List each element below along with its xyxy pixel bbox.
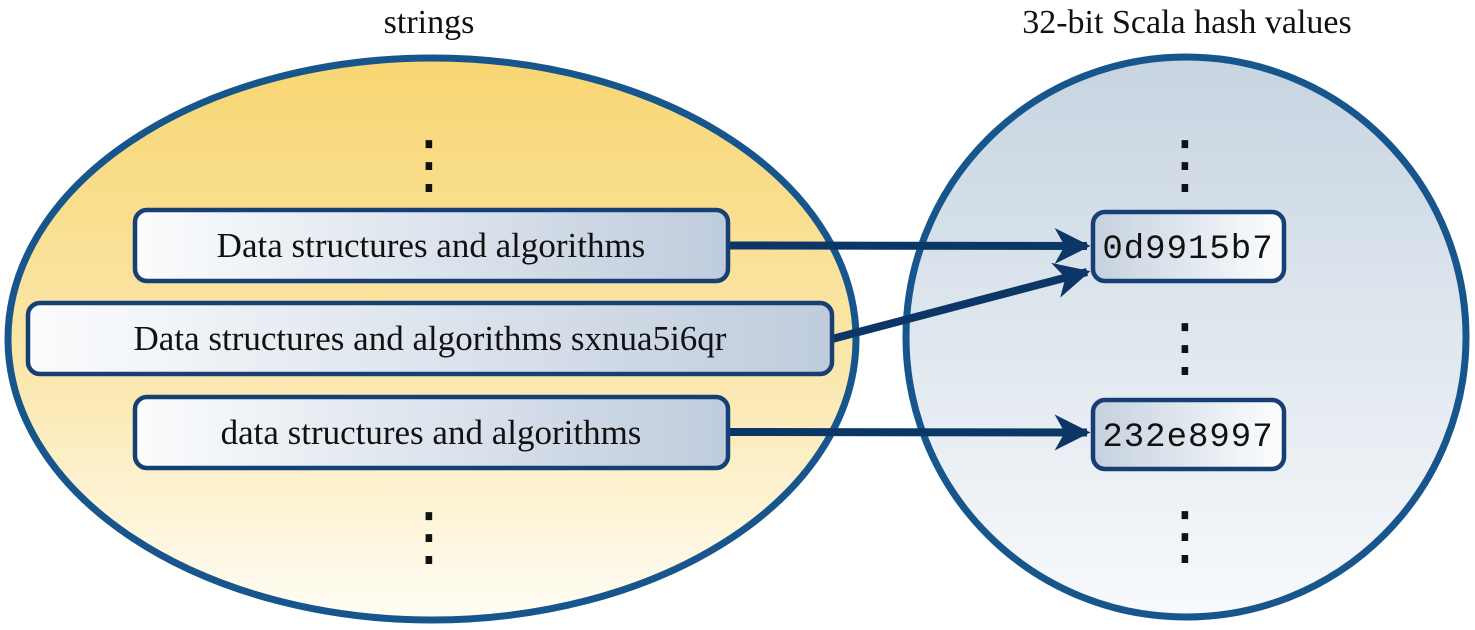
- string-box-3: data structures and algorithms: [132, 394, 731, 471]
- arrow-string1-to-hash1: [727, 227, 1091, 264]
- hash-set-circle: [902, 53, 1470, 621]
- vdots-hashes-middle: ⋮: [1153, 311, 1217, 385]
- left-set-title: strings: [384, 4, 475, 41]
- string-box-2: Data structures and algorithms sxnua5i6q…: [25, 300, 835, 377]
- hash-box-1-rect: [1090, 209, 1287, 284]
- string-box-1: Data structures and algorithms: [132, 207, 731, 284]
- right-set-title: 32-bit Scala hash values: [1022, 4, 1352, 41]
- vdots-strings-bottom: ⋮: [397, 500, 461, 574]
- vdots-strings-top: ⋮: [397, 128, 461, 202]
- string-box-1-label: Data structures and algorithms: [217, 226, 646, 265]
- string-box-2-rect: [25, 300, 835, 377]
- hash-box-2: 232e8997: [1090, 397, 1287, 472]
- arrow-string2-to-hash1: [830, 262, 1091, 343]
- arrow-string3-to-hash2: [727, 414, 1091, 451]
- string-box-1-rect: [132, 207, 731, 284]
- string-box-3-rect: [132, 394, 731, 471]
- hash-box-1: 0d9915b7: [1090, 209, 1287, 284]
- hash-box-1-label: 0d9915b7: [1102, 231, 1273, 269]
- vdots-hashes-top: ⋮: [1153, 128, 1217, 202]
- string-box-3-label: data structures and algorithms: [221, 413, 642, 452]
- hash-box-2-rect: [1090, 397, 1287, 472]
- hash-box-2-label: 232e8997: [1102, 419, 1273, 457]
- string-box-2-label: Data structures and algorithms sxnua5i6q…: [134, 319, 727, 358]
- vdots-hashes-bottom: ⋮: [1153, 499, 1217, 573]
